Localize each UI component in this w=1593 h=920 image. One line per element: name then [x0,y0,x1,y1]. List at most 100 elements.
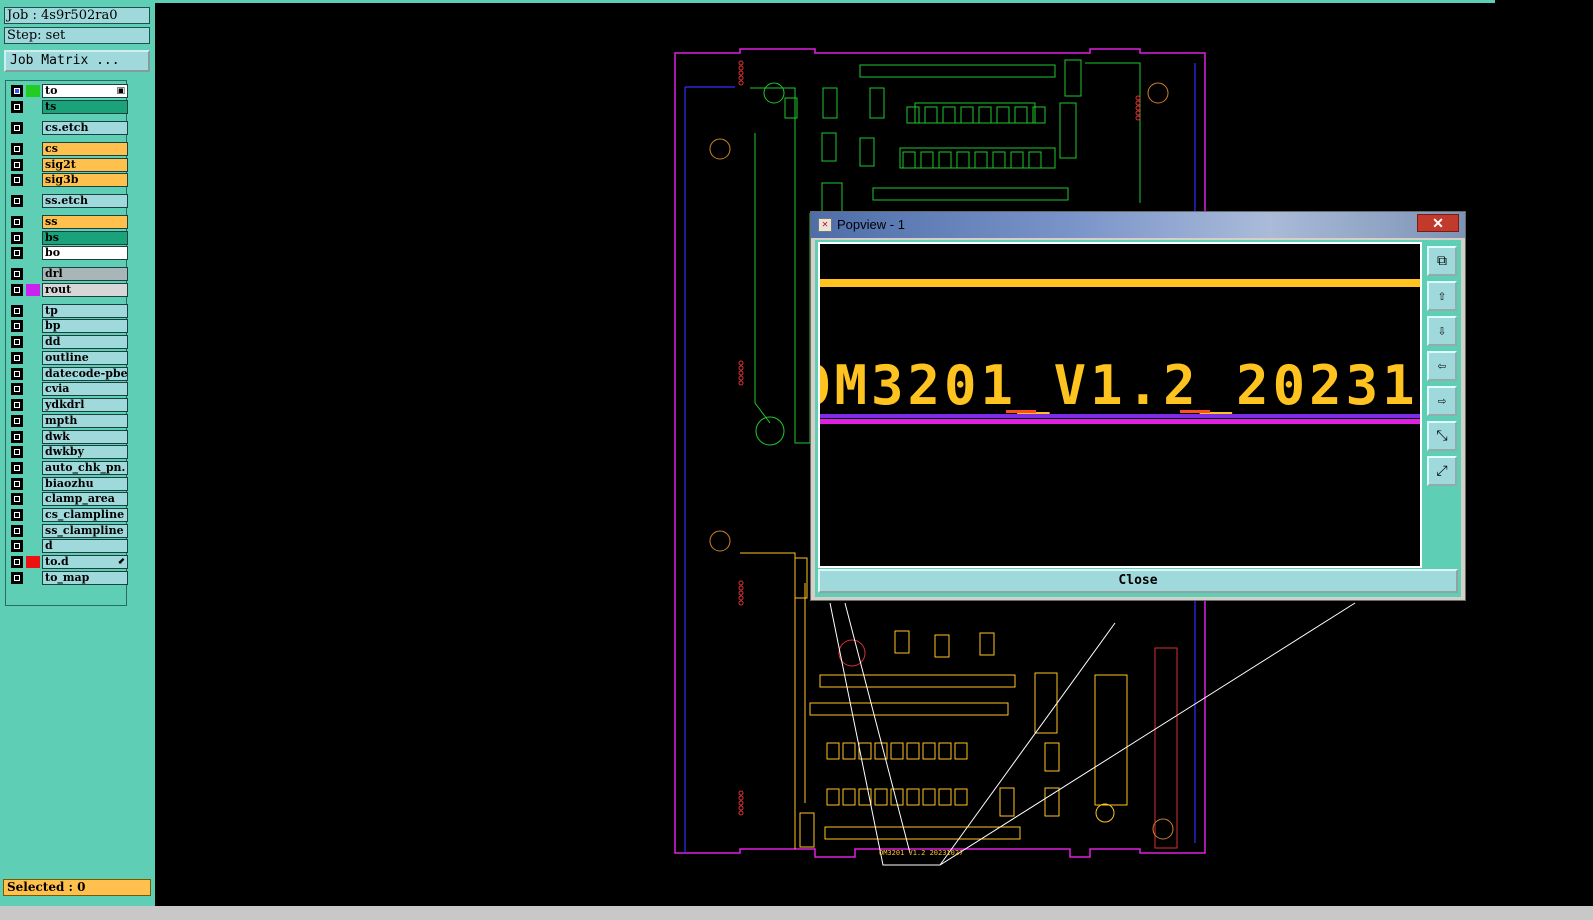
layer-name[interactable]: ts [42,100,128,114]
layer-checkbox[interactable] [11,320,23,332]
graphics-canvas[interactable]: OM3201 V1.2 20231027 [155,3,1593,906]
pan-up-icon[interactable]: ⇧ [1427,281,1457,311]
window-close-button[interactable]: ✕ [1417,214,1459,232]
layer-name[interactable]: ss [42,215,128,229]
layer-name[interactable]: dwk [42,430,128,444]
layer-checkbox[interactable] [11,368,23,380]
layer-checkbox[interactable] [11,540,23,552]
layer-row-auto_chk_pn.[interactable]: auto_chk_pn. [8,461,128,475]
layer-row-ss.etch[interactable]: ss.etch [8,194,128,208]
layer-row-to.d[interactable]: to.d⬋ [8,555,128,569]
layer-color-swatch[interactable] [26,556,40,568]
layer-checkbox[interactable] [11,174,23,186]
layer-name[interactable]: ydkdrl [42,398,128,412]
layer-checkbox[interactable] [11,143,23,155]
layer-row-bo[interactable]: bo [8,246,128,260]
layer-row-outline[interactable]: outline [8,351,128,365]
layer-name[interactable]: ss.etch [42,194,128,208]
layer-name[interactable]: bp [42,319,128,333]
layer-row-dwkby[interactable]: dwkby [8,445,128,459]
zoom-in-icon[interactable]: ⤢ [1427,456,1457,486]
layer-checkbox[interactable] [11,493,23,505]
layer-name[interactable]: clamp_area [42,492,128,506]
layer-name[interactable]: cs.etch [42,121,128,135]
layer-checkbox[interactable] [11,352,23,364]
layer-row-ydkdrl[interactable]: ydkdrl [8,398,128,412]
layer-name[interactable]: auto_chk_pn. [42,461,128,475]
layer-name[interactable]: sig3b [42,173,128,187]
layer-checkbox[interactable] [11,446,23,458]
layer-row-mpth[interactable]: mpth [8,414,128,428]
layer-row-tp[interactable]: tp [8,304,128,318]
layer-row-biaozhu[interactable]: biaozhu [8,477,128,491]
zoom-fit-icon[interactable]: ⧉ [1427,246,1457,276]
layer-row-rout[interactable]: rout [8,283,128,297]
layer-row-clamp_area[interactable]: clamp_area [8,492,128,506]
layer-name[interactable]: bo [42,246,128,260]
layer-row-drl[interactable]: drl [8,267,128,281]
layer-checkbox[interactable] [11,415,23,427]
layer-name[interactable]: dd [42,335,128,349]
layer-name[interactable]: sig2t [42,158,128,172]
close-button[interactable]: Close [818,569,1458,593]
layer-row-bs[interactable]: bs [8,231,128,245]
layer-checkbox[interactable] [11,268,23,280]
layer-name[interactable]: rout [42,283,128,297]
layer-checkbox[interactable] [11,232,23,244]
layer-row-d[interactable]: d [8,539,128,553]
layer-name[interactable]: d [42,539,128,553]
layer-name[interactable]: dwkby [42,445,128,459]
layer-name[interactable]: mpth [42,414,128,428]
layer-name[interactable]: to_map [42,571,128,585]
popview-titlebar[interactable]: ✕ Popview - 1 ✕ [811,212,1465,238]
layer-checkbox[interactable] [11,284,23,296]
layer-checkbox[interactable] [11,247,23,259]
layer-name[interactable]: to▣ [42,84,128,98]
pan-left-icon[interactable]: ⇦ [1427,351,1457,381]
layer-checkbox[interactable] [11,509,23,521]
layer-row-dd[interactable]: dd [8,335,128,349]
pan-down-icon[interactable]: ⇩ [1427,316,1457,346]
layer-checkbox[interactable] [11,431,23,443]
layer-row-ss_clampline[interactable]: ss_clampline [8,524,128,538]
popview-viewport[interactable]: OM3201_V1.2_202310 [818,242,1422,568]
layer-name[interactable]: biaozhu [42,477,128,491]
layer-name[interactable]: datecode-pbe [42,367,128,381]
layer-name[interactable]: cs [42,142,128,156]
layer-checkbox[interactable] [11,572,23,584]
layer-name[interactable]: cvia [42,382,128,396]
job-matrix-button[interactable]: Job Matrix ... [4,50,150,72]
layer-name[interactable]: to.d⬋ [42,555,128,569]
layer-row-ts[interactable]: ts [8,100,128,114]
layer-color-swatch[interactable] [26,284,40,296]
layer-checkbox[interactable] [11,216,23,228]
pan-right-icon[interactable]: ⇨ [1427,386,1457,416]
layer-checkbox[interactable] [11,336,23,348]
layer-name[interactable]: cs_clampline [42,508,128,522]
layer-checkbox[interactable] [11,383,23,395]
layer-row-sig2t[interactable]: sig2t [8,158,128,172]
layer-checkbox[interactable] [11,159,23,171]
layer-checkbox[interactable] [11,462,23,474]
layer-checkbox[interactable] [11,556,23,568]
layer-row-ss[interactable]: ss [8,215,128,229]
zoom-out-icon[interactable]: ⤡ [1427,421,1457,451]
layer-checkbox[interactable] [11,525,23,537]
layer-checkbox[interactable] [11,399,23,411]
layer-name[interactable]: ss_clampline [42,524,128,538]
layer-name[interactable]: bs [42,231,128,245]
layer-row-to[interactable]: to▣ [8,84,128,98]
layer-row-dwk[interactable]: dwk [8,430,128,444]
layer-row-to_map[interactable]: to_map [8,571,128,585]
layer-name[interactable]: tp [42,304,128,318]
layer-checkbox[interactable] [11,122,23,134]
layer-checkbox[interactable] [11,305,23,317]
layer-row-bp[interactable]: bp [8,319,128,333]
layer-color-swatch[interactable] [26,85,40,97]
layer-checkbox[interactable] [11,478,23,490]
layer-checkbox[interactable] [11,195,23,207]
layer-row-cs.etch[interactable]: cs.etch [8,121,128,135]
layer-name[interactable]: drl [42,267,128,281]
layer-row-cs[interactable]: cs [8,142,128,156]
layer-row-cvia[interactable]: cvia [8,382,128,396]
